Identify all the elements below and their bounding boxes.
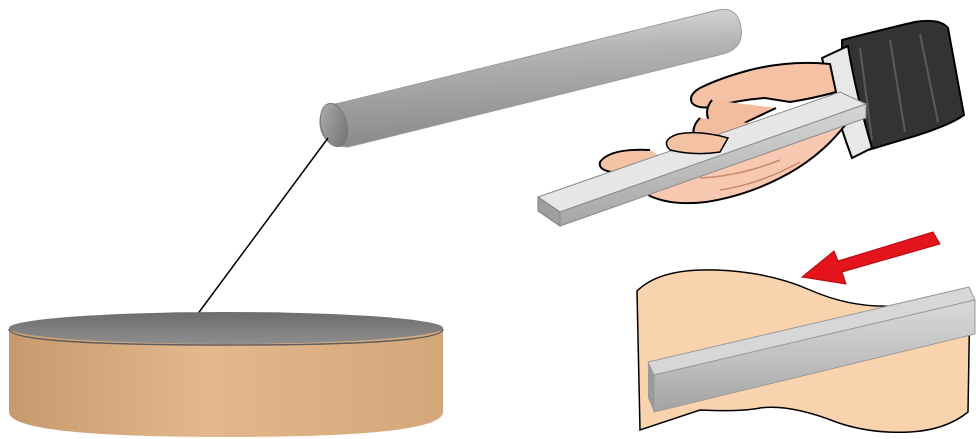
cylinder-disc <box>8 312 444 437</box>
connector-line <box>193 137 329 320</box>
hand-holding-bar <box>536 19 966 227</box>
red-arrow <box>800 231 941 285</box>
gray-rod <box>319 8 742 148</box>
flat-gray-bar <box>647 286 976 413</box>
flat-gray-bar <box>536 91 868 227</box>
